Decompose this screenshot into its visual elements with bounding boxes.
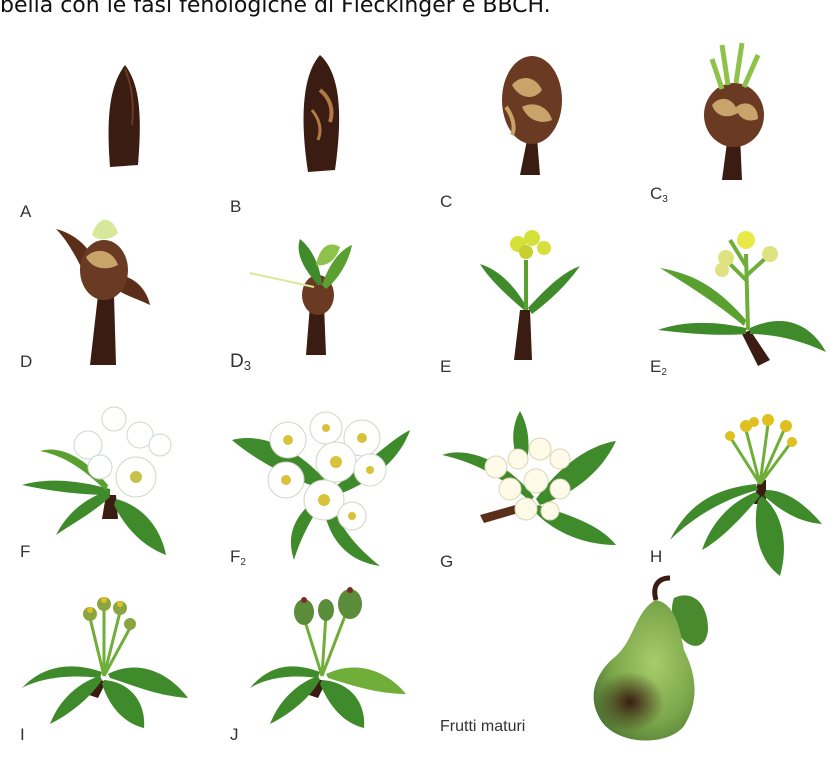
stage-label: J [230, 725, 239, 746]
stage-h: H [650, 400, 839, 580]
bud-scales-open-illustration [440, 45, 630, 225]
stage-e2: E2 [650, 210, 839, 390]
leaves-separating-illustration [230, 205, 420, 385]
stage-label: E [440, 357, 451, 378]
flower-buds-separated-illustration [650, 210, 839, 390]
flower-buds-visible-illustration [440, 210, 630, 390]
bud-green-tips-illustration [650, 35, 839, 215]
stage-e: E [440, 210, 630, 390]
stage-label: C3 [650, 184, 668, 205]
mature-fruit [580, 570, 750, 750]
stage-label: D [20, 352, 32, 373]
stage-label: G [440, 552, 453, 573]
petal-fall-illustration [440, 405, 630, 585]
stage-label: F2 [230, 547, 246, 568]
stage-i: I [20, 578, 210, 758]
young-fruit-illustration [230, 578, 420, 758]
mature-fruit-label: Frutti maturi [440, 718, 525, 736]
bud-swelling-illustration [230, 50, 420, 230]
stage-d: D [20, 205, 210, 385]
stage-f: F [20, 395, 210, 575]
caption: bella con le fasi fenologiche di Fleckin… [0, 0, 839, 24]
stage-label: E2 [650, 357, 667, 378]
stage-b: B [230, 50, 420, 230]
stage-label: I [20, 725, 25, 746]
first-flower-open-illustration [20, 395, 210, 575]
ripe-pear-illustration [580, 570, 750, 750]
fruit-set-illustration [650, 400, 839, 580]
stage-j: J [230, 578, 420, 758]
stage-d3: D3 [230, 205, 420, 385]
stage-c3: C3 [650, 35, 839, 215]
full-bloom-illustration [230, 400, 420, 580]
stage-c: C [440, 45, 630, 225]
stage-g: G [440, 405, 630, 585]
stage-f2: F2 [230, 400, 420, 580]
bud-opening-illustration [20, 205, 210, 385]
stage-label: H [650, 547, 662, 568]
stage-label: F [20, 542, 30, 563]
fruitlet-growth-illustration [20, 578, 210, 758]
stage-label: D3 [230, 351, 251, 373]
